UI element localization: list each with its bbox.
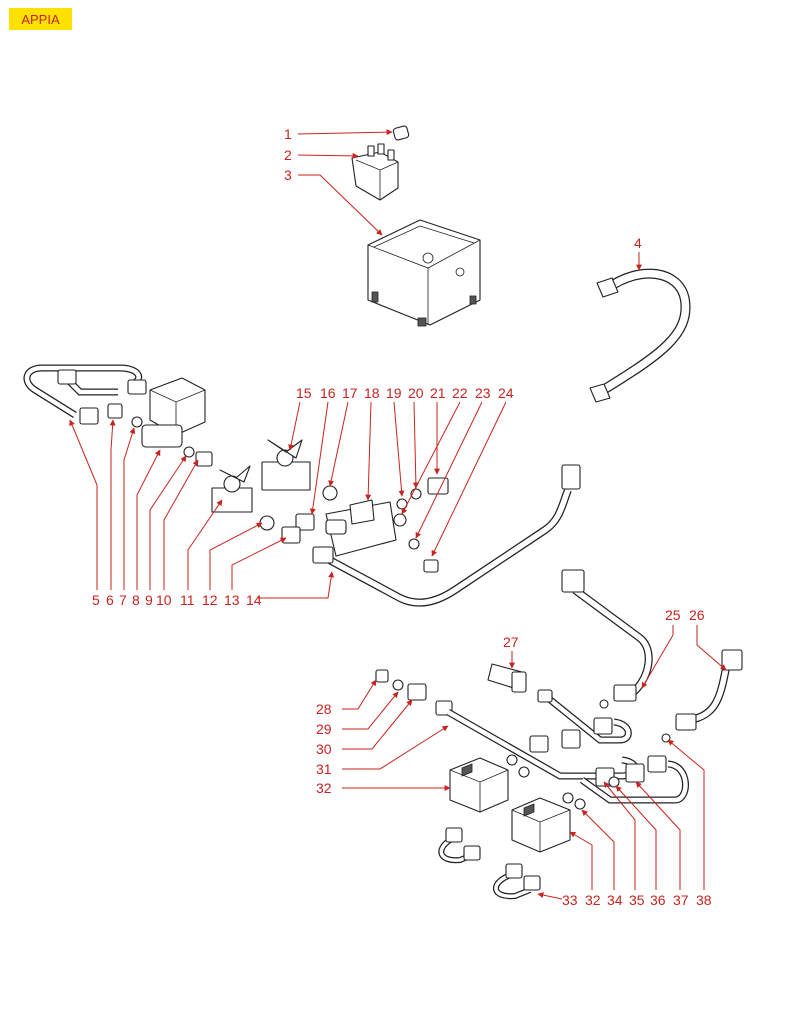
- part-number-32-left: 32: [316, 780, 332, 796]
- drawing-manifold-pipes: [446, 689, 689, 804]
- drawing-flex-hose: [589, 268, 691, 403]
- part-number-36: 36: [650, 892, 666, 908]
- part-number-32-bottom: 32: [585, 892, 601, 908]
- drawing-ball-valve-right: [261, 439, 315, 544]
- part-number-19: 19: [386, 385, 402, 401]
- part-number-18: 18: [364, 385, 380, 401]
- part-number-2: 2: [284, 147, 292, 163]
- part-numbers: 1 2 3 4 5 6 7 8 9 10 11 12 13 14 15 16 1…: [92, 126, 712, 908]
- part-number-16: 16: [320, 385, 336, 401]
- part-number-24: 24: [498, 385, 514, 401]
- part-number-3: 3: [284, 167, 292, 183]
- part-number-27: 27: [503, 634, 519, 650]
- part-number-28: 28: [316, 701, 332, 717]
- drawing-u-tubes: [438, 827, 541, 900]
- part-number-15: 15: [296, 385, 312, 401]
- part-number-4: 4: [634, 235, 642, 251]
- part-number-12: 12: [202, 592, 218, 608]
- drawing-tee-fitting: [322, 477, 449, 573]
- drawing-switch: [351, 143, 399, 201]
- model-label: APPIA: [21, 11, 60, 27]
- part-number-13: 13: [224, 592, 240, 608]
- leader-lines: [69, 129, 727, 900]
- part-number-10: 10: [156, 592, 172, 608]
- drawing-left-tube: [23, 364, 147, 425]
- part-number-38: 38: [696, 892, 712, 908]
- part-number-20: 20: [408, 385, 424, 401]
- part-number-30: 30: [316, 741, 332, 757]
- drawing-pipe-25: [561, 569, 653, 702]
- part-number-8: 8: [132, 592, 140, 608]
- part-number-23: 23: [475, 385, 491, 401]
- drawing-long-pipe: [312, 464, 581, 607]
- part-number-9: 9: [145, 592, 153, 608]
- drawing-ball-valve-left: [211, 465, 275, 531]
- drawing-solenoid: [107, 377, 213, 467]
- part-number-31: 31: [316, 761, 332, 777]
- part-number-37: 37: [673, 892, 689, 908]
- part-number-17: 17: [342, 385, 358, 401]
- part-number-35: 35: [629, 892, 645, 908]
- part-number-14: 14: [246, 592, 262, 608]
- part-number-7: 7: [119, 592, 127, 608]
- part-number-21: 21: [430, 385, 446, 401]
- drawing-fuse-cap: [392, 125, 410, 141]
- part-number-1: 1: [284, 126, 292, 142]
- part-number-6: 6: [106, 592, 114, 608]
- part-number-33: 33: [562, 892, 578, 908]
- part-number-29: 29: [316, 721, 332, 737]
- drawing-heater-blocks: [449, 754, 586, 853]
- part-number-25: 25: [665, 607, 681, 623]
- part-number-22: 22: [452, 385, 468, 401]
- drawing-small-fittings: [375, 669, 453, 716]
- part-number-34: 34: [607, 892, 623, 908]
- drawing-box: [367, 219, 481, 327]
- part-number-26: 26: [689, 607, 705, 623]
- drawing-pipe-26: [675, 649, 743, 731]
- drawing-connector-27: [487, 663, 527, 693]
- part-number-11: 11: [180, 592, 195, 608]
- part-number-5: 5: [92, 592, 100, 608]
- model-badge: APPIA: [9, 8, 72, 30]
